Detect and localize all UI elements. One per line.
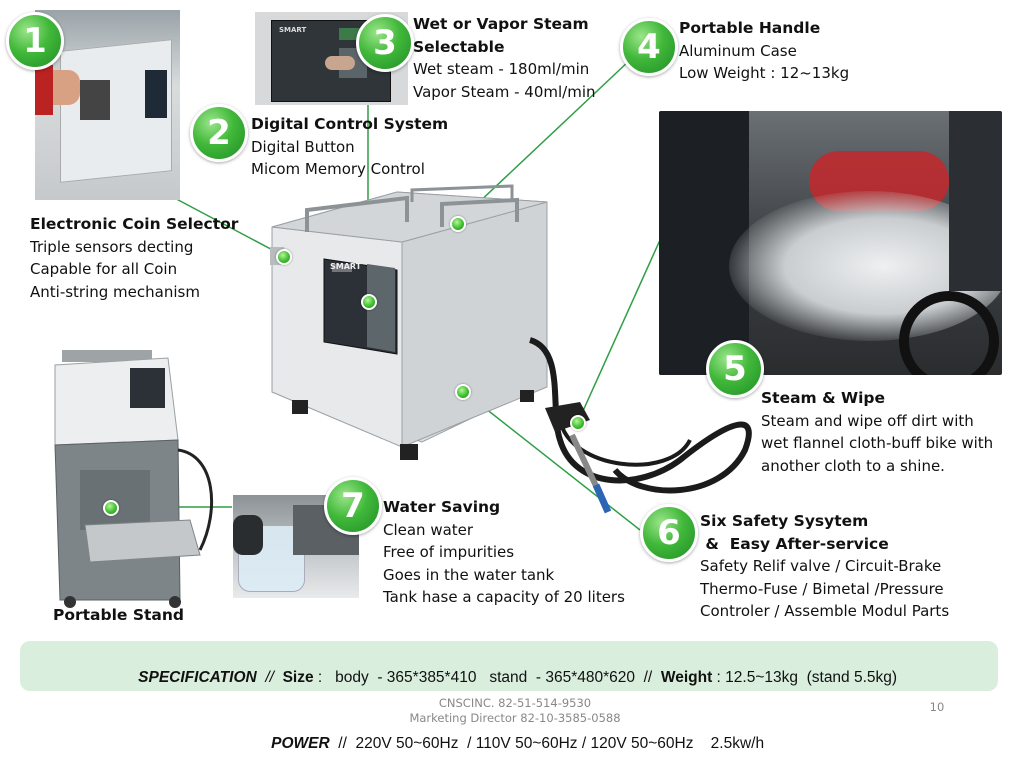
machine-brand-label: SMART	[330, 262, 362, 271]
spec-power-value: // 220V 50~60Hz / 110V 50~60Hz / 120V 50…	[329, 735, 765, 752]
steam-wash-photo	[659, 111, 1002, 375]
feature-badge-1: 1	[6, 12, 64, 70]
specification-bar: SPECIFICATION // Size : body - 365*385*4…	[20, 641, 998, 752]
feature-6-text: Six Safety Sysytem & Easy After-service …	[700, 510, 949, 623]
feature-6-line: Thermo-Fuse / Bimetal /Pressure	[700, 579, 944, 598]
feature-4-line: Low Weight : 12~13kg	[679, 64, 850, 82]
steam-hose-gun	[528, 337, 752, 514]
feature-7-line: Clean water	[383, 520, 474, 539]
feature-7-line: Goes in the water tank	[383, 565, 555, 584]
spec-power-label: POWER	[271, 735, 330, 752]
feature-5-line: wet flannel cloth-buff bike with	[761, 434, 994, 452]
feature-5-line: another cloth to a shine.	[761, 456, 945, 475]
feature-1-line: Anti-string mechanism	[30, 282, 200, 301]
portable-stand-label: Portable Stand	[53, 604, 184, 627]
spec-weight-label: Weight	[660, 669, 713, 686]
marker-dot-4	[455, 384, 471, 400]
feature-1-title: Electronic Coin Selector	[30, 215, 239, 233]
footer-marketing: Marketing Director 82-10-3585-0588	[409, 711, 621, 725]
feature-5-line: Steam and wipe off dirt with	[761, 411, 974, 430]
feature-badge-7: 7	[324, 477, 382, 535]
marker-dot-6	[103, 500, 119, 516]
feature-4-line: Aluminum Case	[679, 41, 797, 60]
feature-4-text: Portable Handle Aluminum Case Low Weight…	[679, 17, 849, 85]
feature-5-title: Steam & Wipe	[761, 389, 886, 407]
feature-badge-3: 3	[356, 14, 414, 72]
marker-dot-5	[570, 415, 586, 431]
spec-separator: //	[256, 669, 283, 686]
steam-machine-illustration	[270, 184, 548, 460]
feature-3-line: Vapor Steam - 40ml/min	[413, 82, 596, 101]
feature-2-title: Digital Control System	[251, 115, 449, 133]
portable-stand-label-text: Portable Stand	[53, 606, 185, 624]
feature-badge-4: 4	[620, 18, 678, 76]
feature-2-text: Digital Control System Digital Button Mi…	[251, 113, 448, 181]
feature-2-line: Micom Memory Control	[251, 160, 425, 178]
footer-contact: CNSCINC. 82-51-514-9530 Marketing Direct…	[395, 696, 635, 726]
spec-size-label: Size	[282, 669, 314, 686]
feature-5-text: Steam & Wipe Steam and wipe off dirt wit…	[761, 387, 993, 477]
feature-7-title: Water Saving	[383, 498, 501, 516]
feature-4-title: Portable Handle	[679, 19, 821, 37]
feature-3-title: Wet or Vapor Steam	[413, 15, 589, 33]
portable-stand-illustration	[54, 350, 213, 608]
marker-dot-2	[361, 294, 377, 310]
spec-weight-value: : 12.5~13kg (stand 5.5kg)	[712, 669, 898, 686]
marker-dot-1	[276, 249, 292, 265]
feature-6-line: Controler / Assemble Modul Parts	[700, 602, 950, 620]
feature-3-title: Selectable	[413, 37, 505, 56]
footer-company: CNSCINC. 82-51-514-9530	[438, 696, 592, 710]
feature-3-text: Wet or Vapor Steam Selectable Wet steam …	[413, 13, 596, 103]
feature-1-text: Electronic Coin Selector Triple sensors …	[30, 213, 238, 303]
feature-7-line: Tank hase a capacity of 20 liters	[383, 588, 625, 606]
spec-label: SPECIFICATION	[138, 669, 257, 686]
feature-2-line: Digital Button	[251, 137, 355, 156]
spec-line-1: SPECIFICATION // Size : body - 365*385*4…	[20, 645, 998, 711]
feature-badge-5: 5	[706, 340, 764, 398]
page-number: 10	[929, 700, 945, 714]
feature-badge-6: 6	[640, 504, 698, 562]
feature-1-line: Triple sensors decting	[30, 237, 194, 256]
feature-7-line: Free of impurities	[383, 543, 515, 561]
feature-6-title: & Easy After-service	[700, 534, 889, 553]
feature-6-title: Six Safety Sysytem	[700, 512, 869, 530]
marker-dot-3	[450, 216, 466, 232]
feature-7-text: Water Saving Clean water Free of impurit…	[383, 496, 625, 609]
spec-size-value: : body - 365*385*410 stand - 365*480*620…	[313, 669, 661, 686]
feature-badge-2: 2	[190, 104, 248, 162]
feature-1-line: Capable for all Coin	[30, 260, 178, 278]
feature-3-line: Wet steam - 180ml/min	[413, 60, 590, 78]
feature-6-line: Safety Relif valve / Circuit-Brake	[700, 557, 942, 575]
